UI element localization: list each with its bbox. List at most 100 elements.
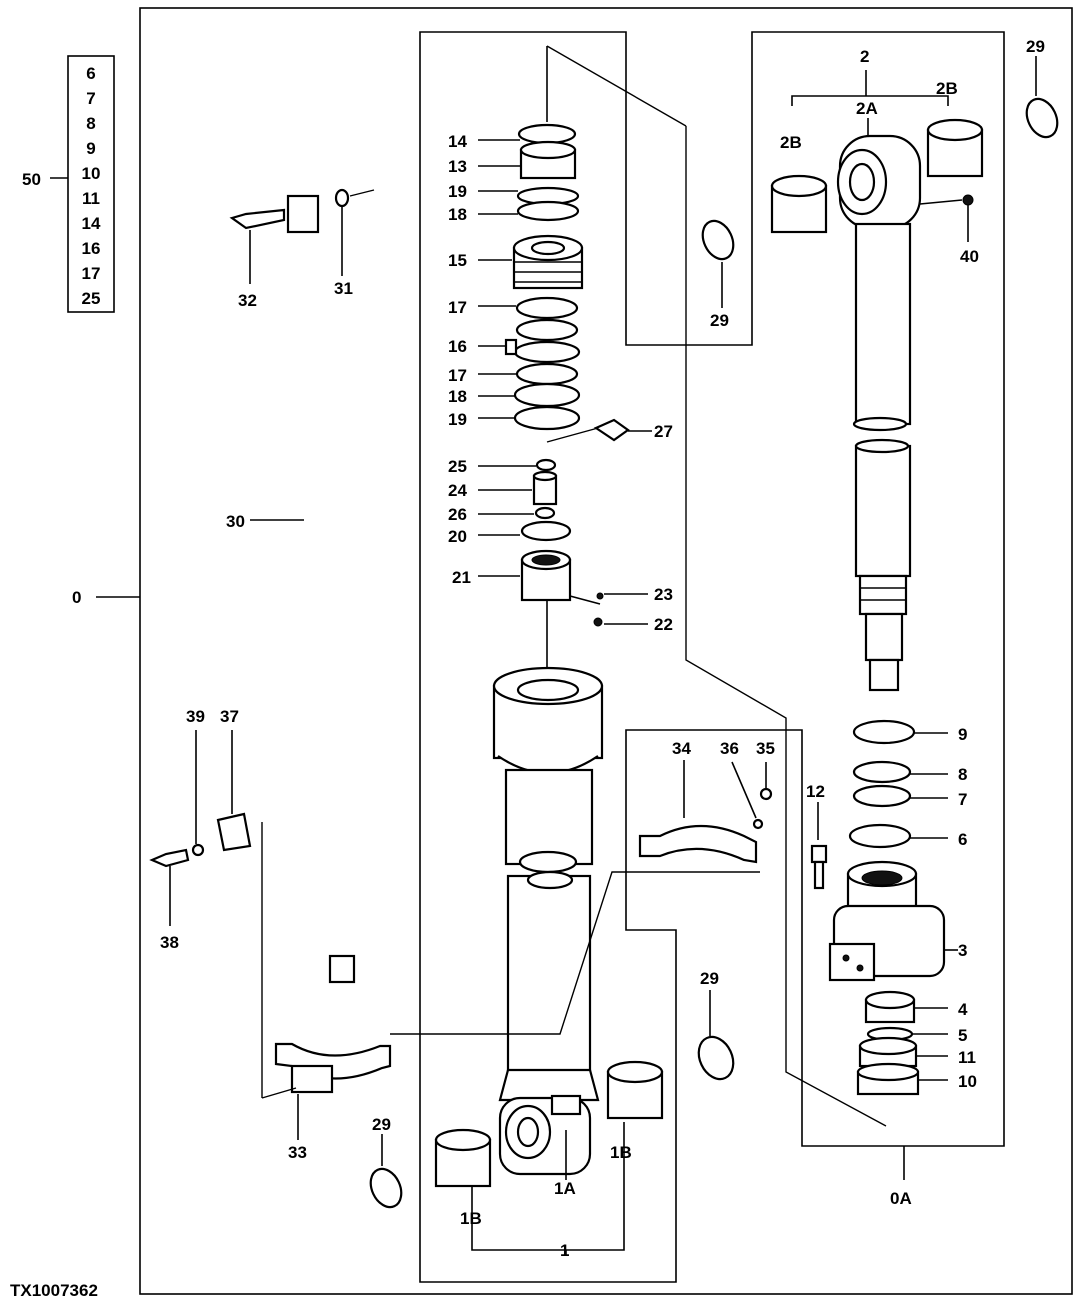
- part-14-wiper: [478, 123, 577, 145]
- part-9-ring: [852, 719, 948, 745]
- part-38-bolt: [149, 848, 190, 926]
- label-13: 13: [448, 157, 467, 176]
- label-8: 8: [958, 765, 967, 784]
- part-31-o-ring: [334, 188, 375, 276]
- label-24: 24: [448, 481, 467, 500]
- part-35-bolt: [759, 762, 773, 801]
- part-2-piston-rod: [836, 134, 922, 692]
- label-34: 34: [672, 739, 691, 758]
- label-38: 38: [160, 933, 179, 952]
- label-2a: 2A: [856, 99, 878, 118]
- part-24-set-screw: [478, 470, 558, 506]
- part-2b-bushing-left: [770, 174, 828, 234]
- label-29-mid: 29: [700, 969, 719, 988]
- label-35: 35: [756, 739, 775, 758]
- label-21: 21: [452, 568, 471, 587]
- part-7-ring: [852, 784, 948, 808]
- part-1b-bushing-right: [606, 1060, 664, 1120]
- label-25: 25: [448, 457, 467, 476]
- label-14: 14: [448, 132, 467, 151]
- label-31: 31: [334, 279, 353, 298]
- part-33-clamp: [261, 822, 760, 1140]
- part-21-piston-nut: [478, 549, 572, 602]
- part-16-ring: [478, 318, 581, 364]
- label-9: 9: [958, 725, 967, 744]
- part-2b-bushing-right: [926, 118, 984, 178]
- label-39: 39: [186, 707, 205, 726]
- part-15-piston-seal: [478, 234, 584, 290]
- part-1b-bushing-left: [434, 1128, 492, 1188]
- label-1: 1: [560, 1241, 569, 1260]
- part-29-ring-top-right: [1025, 56, 1059, 139]
- part-32-bolt: [229, 208, 286, 284]
- label-18-top: 18: [448, 205, 467, 224]
- label-17-b: 17: [448, 366, 467, 385]
- label-19-top: 19: [448, 182, 467, 201]
- part-26-ring: [478, 506, 556, 520]
- label-29-top-right: 29: [1026, 37, 1045, 56]
- label-36: 36: [720, 739, 739, 758]
- label-10: 10: [958, 1072, 977, 1091]
- part-17-ring-a: [478, 296, 579, 320]
- label-22: 22: [654, 615, 673, 634]
- part-29-ring-bottom: [369, 1134, 403, 1209]
- outer-frame: [139, 7, 1073, 1295]
- label-40: 40: [960, 247, 979, 266]
- label-29-bottom: 29: [372, 1115, 391, 1134]
- label-6: 6: [958, 830, 967, 849]
- part-34-clamp: [638, 760, 758, 864]
- part-13-bushing: [478, 140, 577, 180]
- barrel-region-outline: [419, 31, 1005, 1283]
- label-assembly: 0: [72, 588, 81, 607]
- part-40-grease-fitting: [919, 194, 974, 242]
- part-39-washer: [191, 730, 205, 857]
- label-29-top-center: 29: [710, 311, 729, 330]
- label-26: 26: [448, 505, 467, 524]
- kit-box-frame: [67, 55, 115, 313]
- callout-labels: 14 13 19 18 15 17 16 17 18 19 27 25 24 2…: [10, 37, 1045, 1300]
- label-30: 30: [226, 512, 245, 531]
- part-8-ring: [852, 760, 948, 784]
- label-33: 33: [288, 1143, 307, 1162]
- label-15: 15: [448, 251, 467, 270]
- part-18-ring-b: [478, 382, 581, 408]
- label-16: 16: [448, 337, 467, 356]
- label-12: 12: [806, 782, 825, 801]
- part-36-washer: [731, 761, 764, 830]
- part-30-pipe: [250, 194, 356, 984]
- part-37-bracket: [216, 730, 252, 852]
- label-0a: 0A: [890, 1189, 912, 1208]
- part-20-o-ring: [478, 520, 572, 542]
- figure-id: TX1007362: [10, 1281, 98, 1300]
- kit-label: 50: [22, 170, 41, 189]
- label-1a: 1A: [554, 1179, 576, 1198]
- part-10-wiper: [856, 1062, 948, 1096]
- part-23-screw: [569, 592, 648, 605]
- label-19-b: 19: [448, 410, 467, 429]
- label-1b-left: 1B: [460, 1209, 482, 1228]
- part-6-ring: [848, 823, 948, 849]
- label-11: 11: [958, 1048, 976, 1067]
- kit-item: 6: [86, 64, 95, 83]
- part-11-seal: [858, 1036, 948, 1068]
- kit-item: 8: [86, 114, 95, 133]
- part-29-ring-mid: [697, 990, 735, 1081]
- part-4-bushing: [864, 990, 948, 1024]
- label-23: 23: [654, 585, 673, 604]
- part-25-ball: [478, 458, 557, 472]
- kit-item: 11: [82, 189, 100, 208]
- part-12-bolt: [810, 802, 828, 890]
- label-3: 3: [958, 941, 967, 960]
- label-27: 27: [654, 422, 673, 441]
- kit-item: 9: [86, 139, 95, 158]
- label-37: 37: [220, 707, 239, 726]
- part-17-ring-b: [478, 362, 579, 386]
- kit-item: 17: [82, 264, 101, 283]
- cylinder-barrel: [492, 666, 604, 1176]
- kit-item: 16: [82, 239, 101, 258]
- label-2b-right: 2B: [936, 79, 958, 98]
- part-27-lock-plate: [546, 418, 652, 443]
- label-17-a: 17: [448, 298, 467, 317]
